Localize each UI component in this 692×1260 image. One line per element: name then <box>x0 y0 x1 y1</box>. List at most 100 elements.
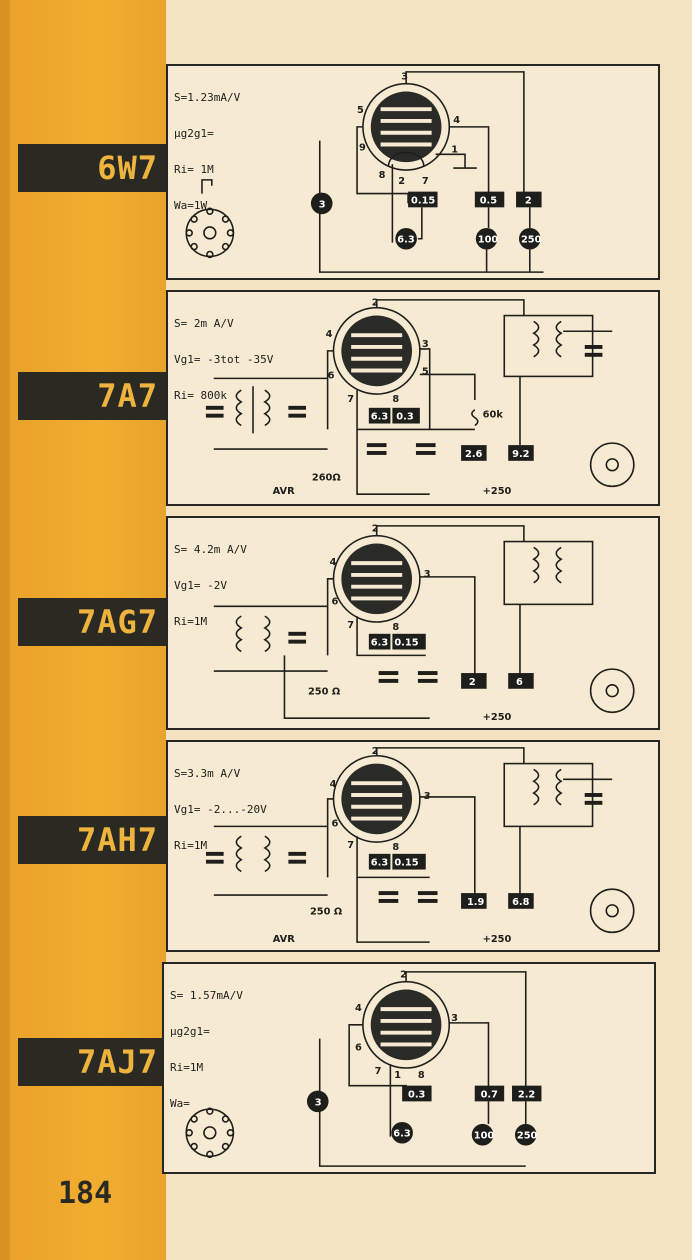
pin-label: 5 <box>422 366 429 377</box>
spec-line: Vg1= -2...-20V <box>174 803 267 816</box>
schematic-6w7: 3 5 4 9 1 8 2 7 0.15 0.5 2 6.3 3 100 250 <box>185 71 544 273</box>
pin-label: 2 <box>400 970 407 981</box>
schematic-panel-7ag7: 2 4 3 6 7 8 6.3 0.15 2 6 250 Ω +250 S= 4… <box>166 516 660 730</box>
pin-label: 2 <box>372 746 379 757</box>
if-transformer-output-icon <box>503 540 594 606</box>
value-label: +250 <box>483 486 512 497</box>
value-label: 6.3 <box>397 235 415 246</box>
tube-symbol-7ah7 <box>332 754 421 843</box>
value-label: 260Ω <box>312 472 341 483</box>
spec-block: S= 2m A/V Vg1= -3tot -35V Ri= 800k <box>174 294 273 426</box>
spec-line: Wa=1W <box>174 199 208 212</box>
spec-line: S= 4.2m A/V <box>174 543 247 556</box>
value-label: 2.2 <box>518 1089 535 1100</box>
spec-line: µg2g1= <box>174 127 214 140</box>
value-label: 6.3 <box>371 858 389 869</box>
value-label: 0.3 <box>396 412 414 423</box>
pin-label: 6 <box>355 1042 362 1053</box>
pin-label: 9 <box>359 142 366 153</box>
tube-label-7a7: 7A7 <box>18 372 168 420</box>
pin-label: 4 <box>330 779 337 790</box>
pin-label: 7 <box>422 176 429 187</box>
schematic-panel-7a7: 2 4 3 6 5 7 8 6.3 0.3 60k 2.6 9.2 260Ω +… <box>166 290 660 506</box>
spec-line: Ri= 1M <box>174 163 214 176</box>
pin-label: 4 <box>326 329 333 340</box>
tube-label-7aj7: 7AJ7 <box>18 1038 168 1086</box>
pin-label: 8 <box>392 622 399 633</box>
value-label: 0.5 <box>480 195 498 206</box>
if-transformer-output-icon <box>503 762 613 828</box>
value-label: 0.7 <box>481 1089 499 1100</box>
value-label: 0.15 <box>394 858 418 869</box>
tube-symbol-6w7 <box>362 82 451 171</box>
pin-label: 3 <box>401 72 408 83</box>
schematic-panel-7aj7: 2 4 3 6 7 1 8 0.3 0.7 2.2 6.3 3 100 250 … <box>162 962 656 1174</box>
tube-label-6w7: 6W7 <box>18 144 168 192</box>
page-number: 184 <box>58 1176 113 1211</box>
value-label: 6.3 <box>393 1129 411 1140</box>
value-label: 100 <box>478 235 499 246</box>
pin-label: 8 <box>392 842 399 853</box>
value-label: 0.15 <box>411 195 435 206</box>
if-transformer-input-icon <box>205 825 328 896</box>
pin-label: 6 <box>332 818 339 829</box>
pin-label: 2 <box>372 524 379 535</box>
pin-label: 2 <box>372 298 379 309</box>
value-label: 2 <box>525 195 532 206</box>
value-label: AVR <box>273 934 295 945</box>
spec-line: Vg1= -3tot -35V <box>174 353 274 366</box>
if-transformer-input-icon <box>205 377 328 450</box>
schematic-panel-7ah7: 2 4 3 6 7 8 6.3 0.15 1.9 6.8 250 Ω +250 … <box>166 740 660 952</box>
socket-pinout-icon <box>185 179 235 259</box>
socket-pinout-icon <box>185 1107 235 1159</box>
tube-label-7ag7: 7AG7 <box>18 598 168 646</box>
spec-line: Ri= 800k <box>174 389 227 402</box>
pin-label: 8 <box>379 170 386 181</box>
pin-label: 6 <box>332 596 339 607</box>
pin-label: 7 <box>375 1066 382 1077</box>
spec-line: Ri=1M <box>174 839 208 852</box>
value-label: 3 <box>315 1097 322 1108</box>
value-label: 0.15 <box>394 638 418 649</box>
spec-line: Ri=1M <box>170 1061 204 1074</box>
value-label: 6.3 <box>371 412 389 423</box>
pin-label: 4 <box>355 1003 362 1014</box>
pin-label: 7 <box>347 840 354 851</box>
if-transformer-output-icon <box>503 314 613 378</box>
value-label: 1.9 <box>467 897 485 908</box>
spec-line: S=3.3m A/V <box>174 767 241 780</box>
pin-label: 8 <box>392 394 399 405</box>
if-transformer-input-icon <box>213 605 328 672</box>
schematic-7aj7: 2 4 3 6 7 1 8 0.3 0.7 2.2 6.3 3 100 250 <box>185 970 542 1167</box>
value-label: 100 <box>474 1131 495 1142</box>
spec-line: S= 1.57mA/V <box>170 989 243 1002</box>
spec-line: Wa= <box>170 1097 190 1110</box>
value-label: 250 <box>521 235 542 246</box>
pin-label: 6 <box>328 370 335 381</box>
value-label: 0.3 <box>408 1089 426 1100</box>
pin-label: 7 <box>347 620 354 631</box>
schematic-7ah7: 2 4 3 6 7 8 6.3 0.15 1.9 6.8 250 Ω +250 … <box>205 746 635 945</box>
value-label: +250 <box>483 712 512 723</box>
value-label: 9.2 <box>512 449 529 460</box>
pin-label: 7 <box>347 394 354 405</box>
value-label: AVR <box>273 486 295 497</box>
value-label: 250 <box>517 1131 538 1142</box>
tube-symbol-7ag7 <box>332 534 421 623</box>
sidebar-edge <box>0 0 10 1260</box>
value-label: 2 <box>469 677 476 688</box>
pin-label: 5 <box>357 105 364 116</box>
value-label: 250 Ω <box>310 907 343 918</box>
spec-block: S= 4.2m A/V Vg1= -2V Ri=1M <box>174 520 247 652</box>
value-label: +250 <box>483 934 512 945</box>
value-label: 60k <box>483 410 504 421</box>
pin-label: 1 <box>451 144 458 155</box>
pin-label: 2 <box>398 176 405 187</box>
spec-line: S= 2m A/V <box>174 317 234 330</box>
spec-block: S= 1.57mA/V µg2g1= Ri=1M Wa= <box>170 966 243 1134</box>
value-label: 250 Ω <box>308 687 341 698</box>
value-label: 6.8 <box>512 897 530 908</box>
spec-line: S=1.23mA/V <box>174 91 241 104</box>
pin-label: 3 <box>424 569 431 580</box>
pin-label: 3 <box>451 1013 458 1024</box>
